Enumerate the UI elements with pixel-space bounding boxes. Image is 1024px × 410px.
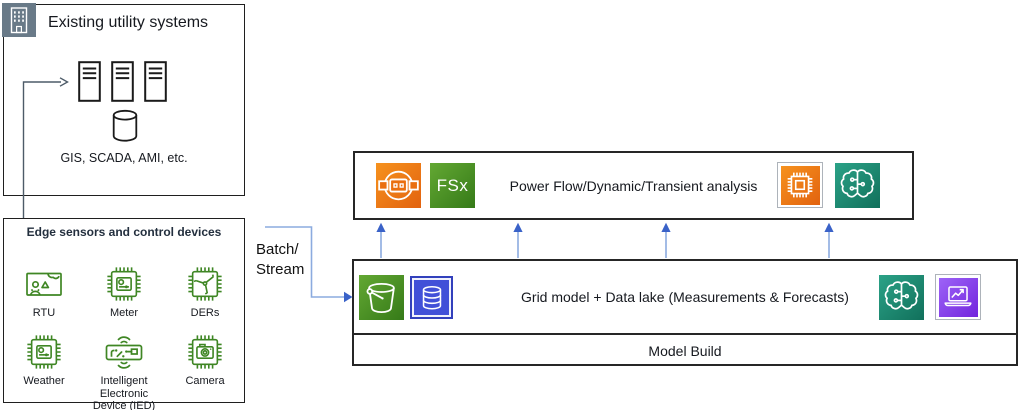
data-lake-title: Grid model + Data lake (Measurements & F…	[521, 289, 849, 305]
up-arrow	[824, 222, 834, 258]
analytics-laptop-icon	[935, 274, 981, 320]
batch-stream-label: Batch/ Stream	[256, 241, 305, 278]
model-build-section: Model Build	[354, 333, 1016, 366]
edge-sensors-box: Edge sensors and control devices RTU	[3, 218, 245, 410]
utility-systems-caption: GIS, SCADA, AMI, etc.	[60, 151, 188, 165]
fsx-label: FSx	[436, 175, 469, 195]
edge-sensors-title: Edge sensors and control devices	[26, 225, 222, 239]
data-lake-section: Grid model + Data lake (Measurements & F…	[354, 261, 1016, 333]
ied-circuit-board-icon	[102, 331, 146, 373]
fsx-icon: FSx	[430, 163, 475, 208]
ders-wind-turbine-chip-icon	[186, 263, 224, 305]
ml-brain-icon	[879, 275, 924, 320]
meter-chip-icon	[105, 263, 143, 305]
building-icon	[2, 3, 37, 38]
device-ied: Intelligent Electronic Device (IED)	[86, 331, 162, 410]
device-ders: DERs	[167, 263, 243, 320]
s3-bucket-icon	[359, 275, 404, 320]
existing-utility-systems-box: Existing utility systems GIS, SCADA, AMI…	[2, 3, 245, 196]
rtu-icon	[24, 263, 64, 305]
up-arrow	[513, 222, 523, 258]
device-label: Weather	[23, 375, 65, 387]
device-label: DERs	[190, 307, 220, 319]
database-icon	[410, 276, 453, 319]
server-icon	[78, 61, 101, 102]
device-weather: Weather	[6, 331, 82, 388]
device-camera: Camera	[167, 331, 243, 388]
up-arrow	[376, 222, 386, 258]
up-arrow	[661, 222, 671, 258]
ec2-chip-icon	[777, 162, 823, 208]
compute-cluster-icon	[376, 163, 421, 208]
device-meter: Meter	[86, 263, 162, 320]
analysis-title: Power Flow/Dynamic/Transient analysis	[509, 177, 758, 194]
server-rack-icons	[78, 61, 167, 102]
device-label: Intelligent Electronic Device (IED)	[92, 375, 156, 410]
grid-model-data-lake-box: Grid model + Data lake (Measurements & F…	[352, 259, 1018, 366]
existing-utility-title: Existing utility systems	[48, 14, 209, 31]
device-label: Camera	[185, 375, 225, 387]
database-cylinder-icon	[111, 109, 139, 148]
camera-chip-icon	[186, 331, 224, 373]
power-flow-analysis-box: FSx Power Flow/Dynamic/Transient analysi…	[353, 151, 914, 220]
server-icon	[144, 61, 167, 102]
weather-chip-icon	[25, 331, 63, 373]
server-icon	[111, 61, 134, 102]
device-rtu: RTU	[6, 263, 82, 320]
device-label: Meter	[109, 307, 139, 319]
device-label: RTU	[32, 307, 56, 319]
ml-brain-icon	[835, 163, 880, 208]
model-build-label: Model Build	[648, 342, 722, 359]
